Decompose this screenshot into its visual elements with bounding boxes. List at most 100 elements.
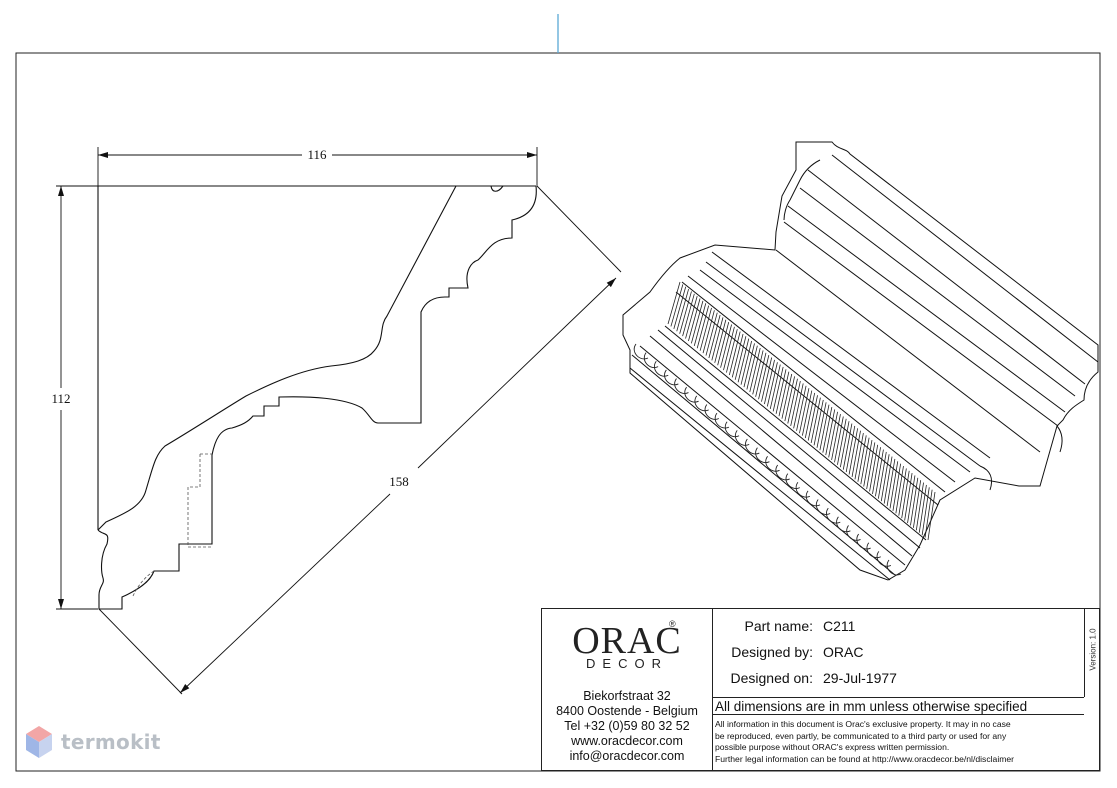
address-phone: Tel +32 (0)59 80 32 52 (564, 719, 690, 733)
flute-line (889, 461, 899, 509)
bead-segment (643, 352, 659, 368)
flute-line (807, 395, 818, 441)
bead-segment (836, 516, 851, 533)
bead-segment (765, 456, 780, 472)
flute-line (857, 435, 867, 482)
title-block: ORAC ® DECOR Biekorfstraat 32 8400 Ooste… (541, 608, 1100, 771)
bead-segment (785, 473, 801, 489)
bead-segment (775, 464, 790, 481)
flute-line (679, 291, 692, 334)
flute-line (927, 491, 936, 541)
flute-line (720, 324, 732, 368)
bead-segment (664, 369, 679, 386)
flute-line (740, 340, 753, 385)
flute-line (828, 411, 838, 458)
flute-line (877, 451, 887, 499)
bead-segment (633, 343, 649, 360)
flute-line (781, 373, 793, 419)
flute-line (872, 447, 881, 494)
bead-segment (755, 447, 770, 464)
flute-line (880, 454, 890, 502)
flute-line (869, 444, 879, 492)
isometric-bead-row (633, 343, 902, 576)
flute-line (705, 312, 718, 356)
bead-segment (795, 481, 811, 498)
designed-by-label: Designed by: (731, 644, 813, 660)
flute-line (883, 456, 893, 504)
flute-line (860, 437, 870, 485)
flute-line (793, 383, 804, 429)
flute-line (912, 480, 922, 528)
flute-line (813, 399, 824, 446)
bead-segment (694, 395, 709, 412)
part-name-value: C211 (823, 618, 856, 634)
flute-line (901, 470, 910, 519)
watermark-text: termokit (61, 730, 161, 754)
part-info-cell: Part name: C211 Designed by: ORAC Design… (712, 609, 1084, 770)
flute-line (714, 319, 727, 363)
flute-line (746, 345, 758, 390)
flute-line (761, 357, 773, 402)
flute-line (851, 430, 861, 477)
bead-segment (805, 490, 821, 507)
bead-segment (714, 412, 730, 429)
flute-line (688, 298, 701, 342)
flute-line (863, 440, 873, 487)
legal-line: Further legal information can be found a… (715, 753, 1015, 764)
flute-line (796, 385, 807, 431)
version-cell: Version: 1.0 (1084, 609, 1100, 697)
flute-line (801, 390, 813, 436)
isometric-view-drawing (622, 141, 1099, 581)
logo-cell: ORAC ® DECOR Biekorfstraat 32 8400 Ooste… (542, 609, 713, 770)
flute-line (682, 293, 695, 337)
address-city: 8400 Oostende - Belgium (556, 704, 698, 718)
flute-line (845, 425, 856, 473)
flute-line (831, 414, 841, 460)
flute-line (699, 307, 712, 351)
flute-line (921, 487, 930, 536)
flute-line (711, 317, 724, 361)
designed-on-value: 29-Jul-1977 (823, 670, 897, 686)
flute-line (924, 489, 933, 538)
flute-line (696, 305, 710, 349)
flute-line (918, 484, 927, 533)
flute-line (731, 333, 744, 378)
logo-subtitle: DECOR (586, 656, 668, 671)
bead-segment (704, 404, 720, 420)
flute-line (810, 397, 821, 444)
dimension-top-width: 116 (307, 147, 327, 162)
flute-line (799, 388, 810, 434)
flute-line (752, 350, 764, 395)
flute-line (673, 286, 687, 329)
address-email: info@oracdecor.com (569, 749, 685, 763)
watermark: termokit (24, 724, 184, 764)
flute-line (764, 359, 775, 405)
dimension-height: 112 (51, 391, 70, 406)
flute-line (734, 336, 747, 380)
designed-by-value: ORAC (823, 644, 864, 660)
flute-line (667, 281, 681, 325)
orac-logo-wordmark: ORAC (542, 619, 712, 663)
flute-line (685, 296, 698, 339)
bead-segment (734, 430, 750, 446)
flute-line (875, 449, 884, 497)
flute-line (866, 442, 876, 490)
flute-line (743, 343, 755, 388)
legal-notice: All information in this document is Orac… (715, 719, 1083, 765)
flute-line (837, 418, 847, 465)
flute-line (755, 352, 767, 397)
logo-brand: ORAC (572, 620, 682, 662)
flute-line (886, 458, 896, 507)
flute-line (708, 314, 721, 359)
bead-segment (724, 421, 740, 438)
flute-line (775, 369, 787, 414)
flute-line (737, 338, 750, 383)
flute-line (790, 381, 801, 427)
legal-line: possible purpose without ORAC's express … (715, 742, 950, 752)
flute-line (804, 392, 816, 439)
flute-line (758, 355, 770, 400)
flute-line (904, 473, 913, 521)
bead-segment (745, 438, 760, 455)
dimensions-note: All dimensions are in mm unless otherwis… (712, 697, 1084, 715)
